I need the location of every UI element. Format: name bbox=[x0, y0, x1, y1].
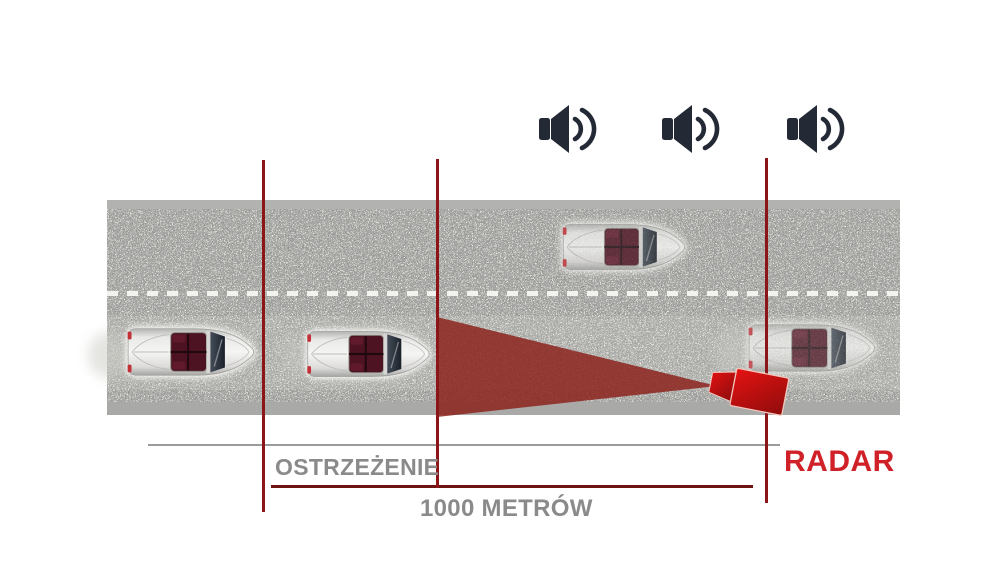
warning-label: OSTRZEŻENIE bbox=[275, 454, 440, 480]
measure-baseline-gray bbox=[148, 444, 780, 446]
car-bottom-middle bbox=[301, 325, 438, 383]
road-edge-top bbox=[107, 200, 900, 209]
speaker-icon bbox=[786, 100, 850, 158]
radar-beam-cone bbox=[437, 317, 717, 417]
radar-label: RADAR bbox=[784, 445, 895, 478]
motion-blur bbox=[716, 328, 750, 372]
distance-label: 1000 METRÓW bbox=[420, 495, 593, 522]
motion-blur bbox=[280, 336, 308, 376]
radar-device bbox=[708, 367, 790, 416]
car-bottom-left bbox=[121, 322, 263, 382]
car-top-lane bbox=[556, 218, 694, 276]
lane-divider-dashed-line bbox=[107, 291, 900, 296]
speaker-icon bbox=[661, 100, 725, 158]
speaker-icon bbox=[538, 100, 602, 158]
distance-marker-line-radar bbox=[765, 158, 768, 503]
distance-marker-line-left bbox=[262, 160, 265, 512]
distance-span-line bbox=[271, 485, 753, 488]
motion-blur bbox=[88, 332, 130, 378]
distance-marker-line-middle bbox=[436, 159, 439, 488]
